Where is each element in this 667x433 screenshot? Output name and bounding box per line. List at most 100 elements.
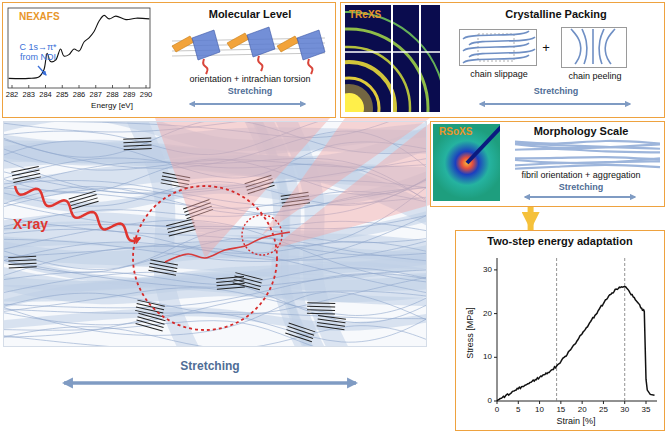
stacked-chain [317,326,345,330]
stretch-label: Stretching [531,182,631,192]
crystallite-stack [307,303,335,314]
side-chain [203,59,207,74]
fibril-network [4,122,426,346]
regime-divider [556,258,557,401]
slipped-chain [469,49,535,57]
schematic-panel: X-ray [3,121,427,347]
tick-label: 30 [483,265,492,274]
stacked-chain [167,222,194,229]
tick-label: 30 [620,406,629,415]
box-caption: chain slippage [454,69,544,79]
rsoxs-image [433,124,500,201]
x-axis [497,401,657,402]
stacked-chain [289,323,316,332]
probed-chain [165,232,290,262]
slipped-chain [463,31,529,39]
axis-title: Strain [%] [556,417,595,427]
peeling-chain [582,29,587,64]
stacked-chain [307,306,335,308]
stretch-arrow [525,196,635,198]
panel-caption: orientation + intrachian torsion [155,74,345,84]
stacked-chain [137,320,164,327]
box-caption: chain peeling [550,71,640,81]
thiophene-unit [172,36,194,52]
crystallite-stack [123,138,151,150]
crystallite-stack [216,277,245,290]
crystallite-stack [11,167,41,183]
fibril-line [515,144,660,148]
axis-tick [624,401,625,404]
crystallite-stack [135,300,165,316]
slipped-chain [463,55,529,63]
stacked-chain [124,149,152,150]
fibril-line [515,149,660,153]
technique-label: TReXS [349,9,409,21]
tick-label: 5 [516,406,520,415]
stacked-chain [13,177,40,183]
axis-tick [497,401,498,404]
crystallite-stack [69,191,99,209]
tick-label: 287 [89,91,102,99]
stacked-chain [166,219,193,226]
axis-tick [12,85,13,88]
stacked-chain [317,322,345,326]
beam-glow [345,84,373,112]
stacked-chain [136,307,163,313]
stacked-chain [8,260,36,261]
stacked-chain [137,300,164,306]
spectrum-curve [9,15,150,78]
tick-label: 285 [56,91,69,99]
tick-label: 10 [535,406,544,415]
axis-tick [45,85,46,88]
stacked-chain [307,313,335,315]
crystallite-stack [285,323,315,342]
ndi-unit [247,27,275,57]
detector-gap [345,51,440,53]
chart-title: Two-step energy adaptation [458,235,662,248]
trexs-image [345,5,440,112]
stacked-chain [69,191,96,199]
ndi-unit [192,30,220,60]
stacked-chain [9,263,37,264]
stacked-chain [234,279,261,286]
scattering-ring [345,29,428,112]
tick-label: 290 [140,91,153,99]
stretch-arrow [190,103,305,105]
stacked-chain [307,309,335,311]
stacked-chain [136,323,163,330]
annotation-arrow [38,66,46,75]
axis-tick [494,269,497,270]
stretch-label: Stretching [200,86,300,96]
xray-wave [15,186,140,241]
crystallite-stack [148,260,177,275]
panel-title: Morphology Scale [506,125,656,138]
axis-tick [494,357,497,358]
axis-tick [539,401,540,404]
xray-label: X-ray [13,216,73,232]
plot-frame [8,8,150,88]
chain-box: chain peeling [561,27,627,68]
peeling-chain [605,29,615,64]
stacked-chain [123,142,151,143]
crystallite-stack [8,256,37,268]
fibril-line [515,165,660,169]
axis-tick [494,313,497,314]
thiophene-unit [277,36,299,52]
direct-beam [345,93,364,112]
side-chain [258,56,262,71]
stress-strain-chart: Two-step energy adaptation [455,230,665,431]
scattering-halo [433,127,500,199]
tick-label: 282 [6,91,19,99]
tick-label: 20 [578,406,587,415]
peeling-chain [571,29,581,64]
stacked-chain [70,195,97,203]
stacked-chain [318,319,346,323]
axis-tick [28,85,29,88]
probe-beam [270,123,430,250]
crystallite-stack [233,273,263,290]
stacked-chain [71,198,98,206]
